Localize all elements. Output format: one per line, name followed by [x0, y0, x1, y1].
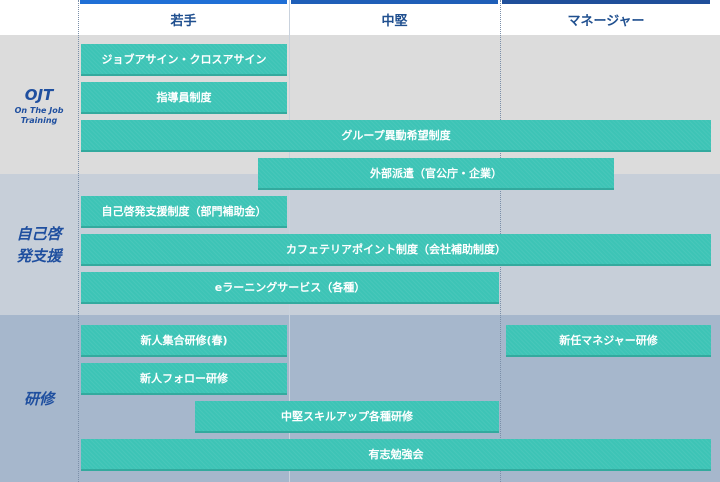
row-subtitle-ojt-line2: Training [20, 115, 58, 125]
row-title-self-dev-line2: 発支援 [16, 246, 62, 265]
header-column-mid: 中堅 [291, 0, 498, 35]
row-title-ojt: OJT [24, 85, 54, 104]
column-divider [78, 0, 79, 482]
program-cafeteria-point[interactable]: カフェテリアポイント制度（会社補助制度） [81, 234, 711, 266]
row-subtitle-ojt-line1: On The Job [14, 105, 64, 115]
header-column-manager: マネージャー [502, 0, 710, 35]
program-job-assign[interactable]: ジョブアサイン・クロスアサイン [81, 44, 287, 76]
program-new-hire-followup[interactable]: 新人フォロー研修 [81, 363, 287, 395]
row-title-self-dev-line1: 自己啓 [16, 224, 62, 243]
program-mentor[interactable]: 指導員制度 [81, 82, 287, 114]
row-title-training: 研修 [23, 389, 54, 408]
program-self-support[interactable]: 自己啓発支援制度（部門補助金） [81, 196, 287, 228]
header-label-mid: 中堅 [381, 14, 408, 29]
row-label-training: 研修 [0, 315, 78, 482]
header-bar [502, 0, 710, 4]
row-label-ojt: OJT On The Job Training [0, 35, 78, 174]
row-label-self-development: 自己啓 発支援 [0, 174, 78, 315]
program-study-group[interactable]: 有志勉強会 [81, 439, 711, 471]
header-bar [291, 0, 498, 4]
program-new-hire-training[interactable]: 新人集合研修(春) [81, 325, 287, 357]
header-column-junior: 若手 [80, 0, 287, 35]
header-label-junior: 若手 [170, 14, 197, 29]
program-external-dispatch[interactable]: 外部派遣（官公庁・企業） [258, 158, 614, 190]
program-new-manager-training[interactable]: 新任マネジャー研修 [506, 325, 711, 357]
header-label-manager: マネージャー [567, 14, 645, 29]
program-group-transfer[interactable]: グループ異動希望制度 [81, 120, 711, 152]
program-elearning[interactable]: eラーニングサービス（各種） [81, 272, 499, 304]
header-bar [80, 0, 287, 4]
program-mid-skill-up[interactable]: 中堅スキルアップ各種研修 [195, 401, 499, 433]
